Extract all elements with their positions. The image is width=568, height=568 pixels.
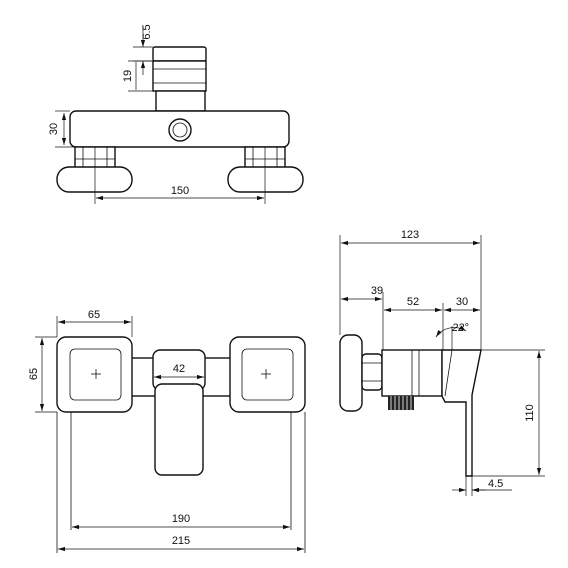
dim-legs-width-label: 190 — [172, 513, 190, 525]
top-neck — [155, 90, 206, 112]
dim-height-label: 110 — [524, 404, 536, 422]
dim-overall-width-label: 215 — [172, 535, 190, 547]
dim-handle-width-label: 65 — [88, 309, 100, 321]
top-right-rosette — [227, 166, 304, 193]
side-view: 123 39 52 30 22° 110 4.5 — [339, 229, 545, 496]
front-right-flange — [229, 336, 306, 413]
top-left-rosette — [56, 166, 133, 193]
side-lever — [441, 349, 482, 477]
top-cartridge-body — [152, 60, 207, 92]
top-outlet-hole — [168, 118, 192, 142]
dim-lever-angle-label: 22° — [451, 322, 469, 334]
top-view: 6.5 19 30 150 — [48, 24, 304, 204]
dim-cap-height-label: 6.5 — [141, 24, 153, 39]
side-wall-flange — [339, 334, 363, 412]
dim-lever-angle-arc — [435, 325, 467, 338]
front-view: 65 65 42 190 215 — [28, 309, 306, 553]
dim-lever-width-label: 42 — [173, 363, 185, 375]
side-nut — [361, 353, 383, 391]
dim-centers-label: 150 — [171, 185, 189, 197]
top-cartridge-cap — [152, 46, 207, 62]
dim-handle-height-label: 65 — [28, 368, 40, 380]
dim-body-height-label: 30 — [48, 123, 60, 135]
dim-lever-depth-label: 30 — [456, 296, 468, 308]
dim-body-depth-label: 52 — [407, 296, 419, 308]
dim-total-depth-label: 123 — [401, 229, 419, 241]
side-outlet-spout — [388, 396, 414, 410]
front-left-flange — [56, 336, 133, 413]
dim-lever-thickness-label: 4.5 — [488, 478, 503, 490]
dim-flange-depth-label: 39 — [371, 285, 383, 297]
front-lever-handle — [154, 383, 204, 476]
dim-cartridge-height-label: 19 — [122, 70, 134, 82]
